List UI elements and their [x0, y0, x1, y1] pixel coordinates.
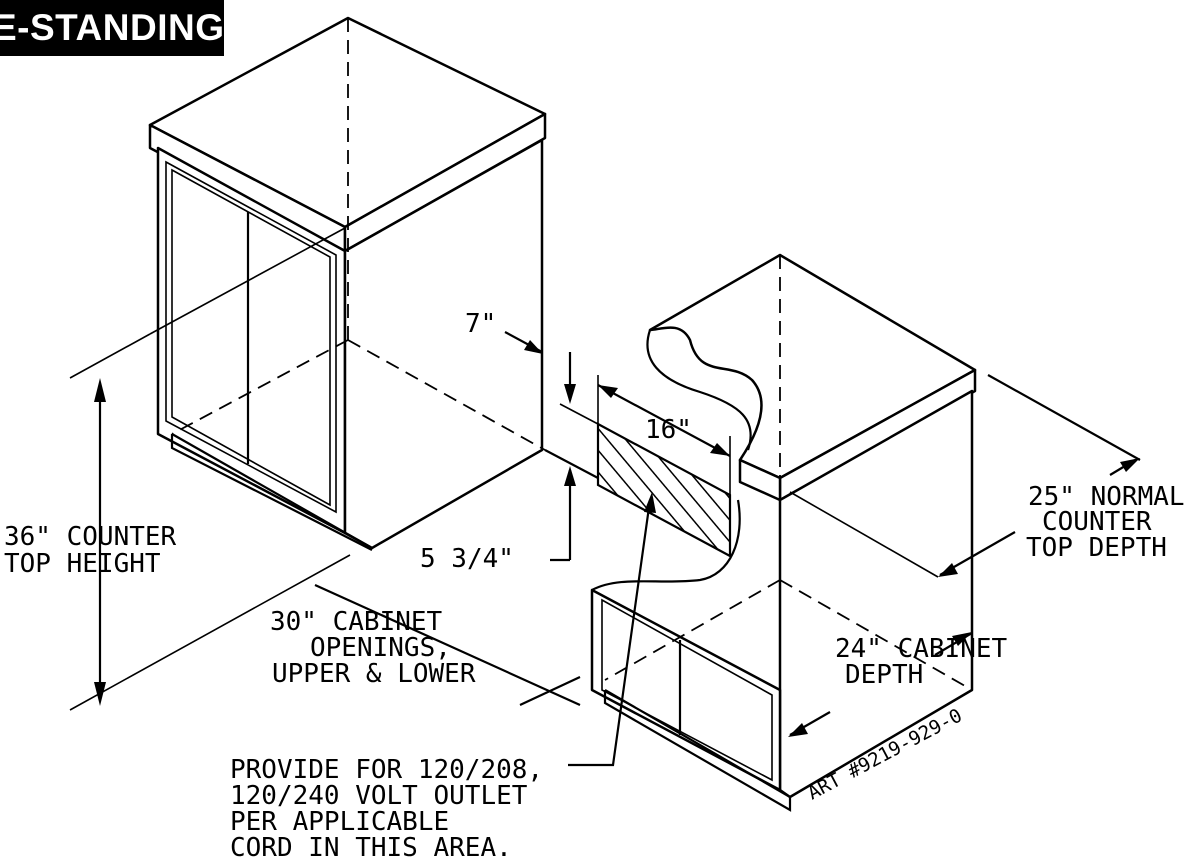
title-banner: E-STANDING: [0, 0, 224, 56]
cabinet-depth-label-2: DEPTH: [845, 660, 923, 690]
five-three-quarter-arrowhead-top: [564, 384, 576, 404]
title-text: E-STANDING: [0, 3, 224, 53]
sixteen-inch-dimension-line: [597, 384, 731, 457]
left-door-outer: [165, 160, 337, 514]
openings-label-3: UPPER & LOWER: [272, 659, 476, 689]
outlet-note-arrowhead: [644, 492, 656, 513]
right-toe-kick-base: [603, 690, 792, 812]
outlet-area: [544, 422, 732, 558]
outlet-hatched-area: [596, 422, 732, 558]
right-door-outer: [601, 598, 773, 782]
right-cabinet-front-lower: [590, 588, 782, 792]
right-cabinet-cut-edge: [591, 499, 741, 591]
openings-dimension-line: [314, 583, 581, 707]
outlet-note-leader: [568, 499, 652, 767]
sixteen-inch-arrow-right: [710, 443, 730, 456]
counter-height-label-1: 36" COUNTER: [4, 522, 177, 552]
counter-depth-arrowhead-top: [1120, 458, 1140, 472]
cabinet-depth-arrowhead-bottom: [788, 723, 808, 737]
seven-inch-label: 7": [465, 309, 496, 339]
left-hidden-floor-right: [347, 339, 546, 451]
counter-depth-arrowhead-bottom: [938, 563, 958, 577]
counter-height-label-2: TOP HEIGHT: [4, 549, 161, 579]
openings-label-2: OPENINGS,: [310, 633, 451, 663]
right-hidden-floor-right: [779, 579, 973, 691]
left-toe-kick: [171, 433, 373, 549]
cabinet-depth-label-1: 24" CABINET: [835, 634, 1008, 664]
sixteen-inch-arrow-left: [598, 385, 618, 398]
height-extension-bottom: [69, 554, 351, 711]
left-cabinet: [148, 16, 547, 551]
floor-line-between: [544, 449, 599, 479]
left-toe-kick-base: [170, 434, 373, 551]
outlet-note-line-4: CORD IN THIS AREA.: [230, 833, 512, 859]
left-door-inner: [171, 168, 331, 507]
right-hidden-floor-left: [604, 579, 781, 681]
five-three-quarter-label: 5 3/4": [420, 544, 514, 574]
openings-extension: [519, 676, 581, 706]
five-three-quarter-arrowhead-bottom: [564, 466, 576, 486]
sixteen-inch-label: 16": [645, 415, 692, 445]
dimensions: [69, 227, 1141, 767]
cabinet-depth-arrowhead-top: [952, 632, 972, 646]
counter-depth-label-3: TOP DEPTH: [1026, 533, 1167, 563]
counter-depth-label-1: 25" NORMAL: [1028, 482, 1185, 512]
counter-depth-label-2: COUNTER: [1042, 507, 1152, 537]
height-extension-top: [69, 333, 151, 379]
left-hidden-floor-left: [171, 339, 349, 435]
openings-label-1: 30" CABINET: [270, 607, 443, 637]
counter-depth-extension-bottom: [789, 491, 939, 578]
seven-inch-arrowhead: [524, 340, 543, 354]
right-cabinet-cut-edge-top: [646, 329, 752, 451]
outlet-note-line-3: PER APPLICABLE: [230, 807, 449, 837]
height-projection-line: [149, 227, 346, 335]
right-toe-kick: [604, 689, 791, 798]
outlet-note-line-2: 120/240 VOLT OUTLET: [230, 781, 528, 811]
left-countertop-side-edge: [343, 112, 547, 253]
five-three-quarter-ext: [559, 403, 599, 425]
counter-depth-extension: [987, 374, 1141, 461]
right-cabinet: [590, 253, 977, 812]
outlet-note-line-1: PROVIDE FOR 120/208,: [230, 755, 543, 785]
height-arrow-top: [94, 378, 106, 402]
title-label: E-STANDING: [0, 7, 224, 48]
left-cabinet-side: [343, 138, 544, 550]
